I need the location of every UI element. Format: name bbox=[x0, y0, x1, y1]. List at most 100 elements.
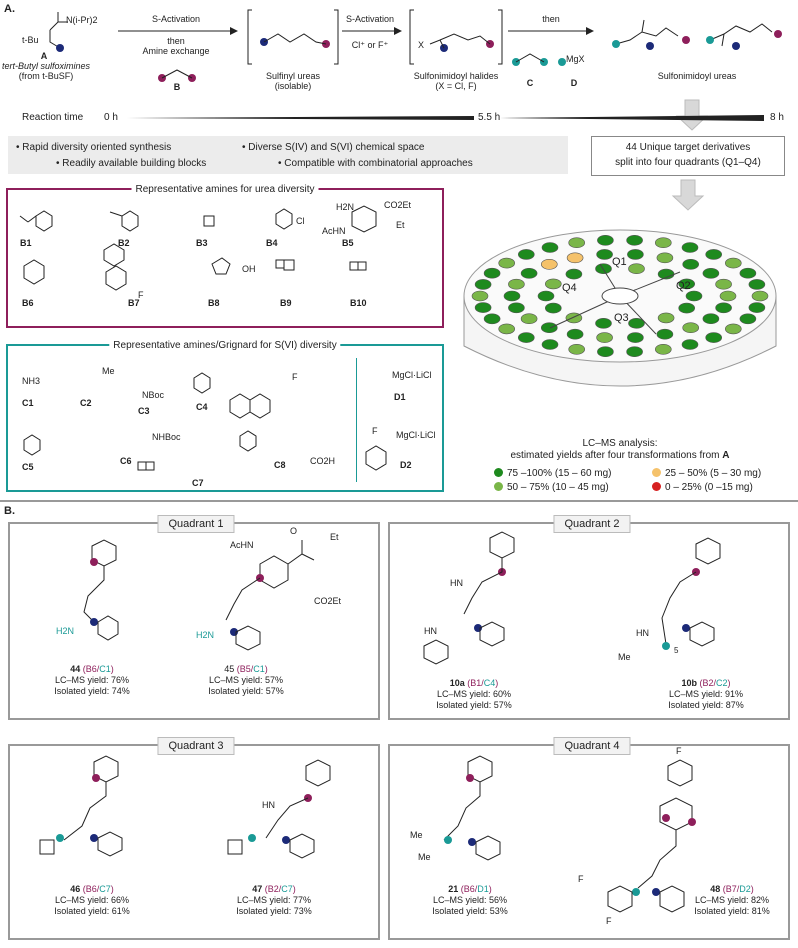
plate-well bbox=[498, 257, 516, 269]
legend-item-1: 75 –100% (15 – 60 mg) bbox=[494, 468, 612, 479]
arrow-step3 bbox=[508, 27, 594, 35]
panel-b-label: B. bbox=[4, 505, 15, 517]
plate-well bbox=[568, 344, 585, 355]
timeline-bar bbox=[124, 115, 764, 121]
plate-well bbox=[681, 339, 699, 350]
c10a-hn2: HN bbox=[424, 626, 437, 636]
c2-me: Me bbox=[102, 366, 115, 376]
plate-well bbox=[715, 278, 732, 290]
arrow-step2 bbox=[342, 27, 402, 35]
plate-well bbox=[748, 279, 766, 290]
plate-well bbox=[471, 290, 489, 302]
s6-divider bbox=[356, 358, 357, 482]
b5-ester: CO2Et bbox=[384, 200, 412, 210]
plate-well bbox=[702, 313, 720, 324]
plate-well bbox=[682, 258, 699, 270]
b5-nh: AcHN bbox=[322, 226, 346, 236]
plate-well bbox=[483, 313, 501, 325]
c48-iso: Isolated yield: 81% bbox=[694, 906, 770, 916]
c21-label: 21 (B6/D1) bbox=[448, 884, 492, 894]
item-c7: C7 bbox=[192, 478, 204, 488]
compound-10a-structure bbox=[423, 531, 515, 665]
c21-me1: Me bbox=[410, 830, 423, 840]
targets-box bbox=[591, 136, 785, 176]
step2-bottom: Cl⁺ or F⁺ bbox=[351, 40, 389, 50]
item-d2: D2 bbox=[400, 460, 412, 470]
quadrant-2-title: Quadrant 2 bbox=[553, 515, 631, 533]
plate-well bbox=[724, 323, 742, 335]
plate-q3: Q3 bbox=[614, 312, 629, 324]
plate-well bbox=[545, 278, 562, 290]
reagent-c-code: C bbox=[526, 78, 534, 88]
quadrant-1-title: Quadrant 1 bbox=[157, 515, 235, 533]
plate-well bbox=[566, 328, 584, 340]
plate-well bbox=[655, 344, 672, 355]
plate-well bbox=[597, 346, 614, 357]
c46-lcms: LC–MS yield: 66% bbox=[54, 895, 130, 905]
plate-well bbox=[541, 242, 559, 253]
compound-47-structure bbox=[227, 759, 331, 859]
arrow-step1 bbox=[118, 27, 238, 35]
reagent-a-amine: N(i-Pr)2 bbox=[66, 15, 98, 25]
plate-well bbox=[508, 278, 525, 290]
d2-text: MgCl·LiCl bbox=[396, 430, 436, 440]
c10a-iso: Isolated yield: 57% bbox=[436, 700, 512, 710]
compound-48-structure bbox=[607, 759, 696, 913]
step1-mid: then bbox=[167, 36, 185, 46]
plate-well bbox=[627, 332, 644, 343]
step2-top: S-Activation bbox=[345, 14, 395, 24]
c10a-lcms: LC–MS yield: 60% bbox=[436, 689, 512, 699]
item-b10: B10 bbox=[350, 298, 367, 308]
plate-well bbox=[656, 252, 674, 264]
intermediate2-x: X bbox=[418, 40, 425, 50]
intermediate2-brackets bbox=[409, 9, 503, 65]
plate-well bbox=[541, 258, 558, 270]
item-c1: C1 bbox=[22, 398, 34, 408]
s6-amines-structures bbox=[23, 372, 387, 471]
b8-oh: OH bbox=[242, 264, 256, 274]
feature-2: • Readily available building blocks bbox=[56, 158, 207, 169]
plate-well bbox=[705, 332, 722, 343]
item-c5: C5 bbox=[22, 462, 34, 472]
c45-et: Et bbox=[330, 532, 339, 542]
c45-lcms: LC–MS yield: 57% bbox=[208, 675, 284, 685]
step1-bottom: Amine exchange bbox=[142, 46, 210, 56]
reagent-a-code: A bbox=[40, 51, 48, 61]
item-b4: B4 bbox=[266, 238, 278, 248]
feature-3: • Diverse S(IV) and S(VI) chemical space bbox=[242, 142, 425, 153]
plate-well bbox=[537, 290, 555, 302]
reagent-a-prefix: t-Bu bbox=[22, 35, 39, 45]
plate-well bbox=[520, 267, 538, 279]
c48-f-top: F bbox=[676, 746, 682, 756]
b5-h2n: H2N bbox=[336, 202, 355, 212]
c8-f: F bbox=[292, 372, 298, 382]
targets-line1: 44 Unique target derivatives bbox=[625, 142, 751, 153]
quadrant-3-title: Quadrant 3 bbox=[157, 737, 235, 755]
plate-well bbox=[626, 346, 643, 357]
reagent-d-text: MgX bbox=[566, 54, 585, 64]
item-d1: D1 bbox=[394, 392, 406, 402]
lcms-title: LC–MS analysis: bbox=[582, 438, 658, 449]
c47-iso: Isolated yield: 73% bbox=[236, 906, 312, 916]
item-b3: B3 bbox=[196, 238, 208, 248]
down-arrow-plate bbox=[671, 179, 705, 211]
plate-q2: Q2 bbox=[676, 280, 691, 292]
c10b-sub: 5 bbox=[674, 646, 679, 655]
intermediate1-brackets bbox=[247, 9, 339, 65]
plate-well bbox=[520, 313, 538, 324]
c44-label: 44 (B6/C1) bbox=[70, 664, 114, 674]
plate-well bbox=[656, 328, 674, 340]
plate-well bbox=[739, 313, 757, 325]
c8-co2h: CO2H bbox=[310, 456, 336, 466]
compound-44-structure bbox=[83, 539, 119, 641]
plate-well bbox=[483, 267, 501, 279]
c3-nboc: NBoc bbox=[142, 390, 165, 400]
step3-top: then bbox=[542, 14, 560, 24]
plate-well bbox=[739, 267, 757, 279]
c46-iso: Isolated yield: 61% bbox=[54, 906, 130, 916]
intermediate2-name: Sulfonimidoyl halides bbox=[413, 71, 499, 81]
plate-well bbox=[685, 290, 703, 302]
item-c4: C4 bbox=[196, 402, 208, 412]
item-b9: B9 bbox=[280, 298, 292, 308]
c44-lcms: LC–MS yield: 76% bbox=[54, 675, 130, 685]
